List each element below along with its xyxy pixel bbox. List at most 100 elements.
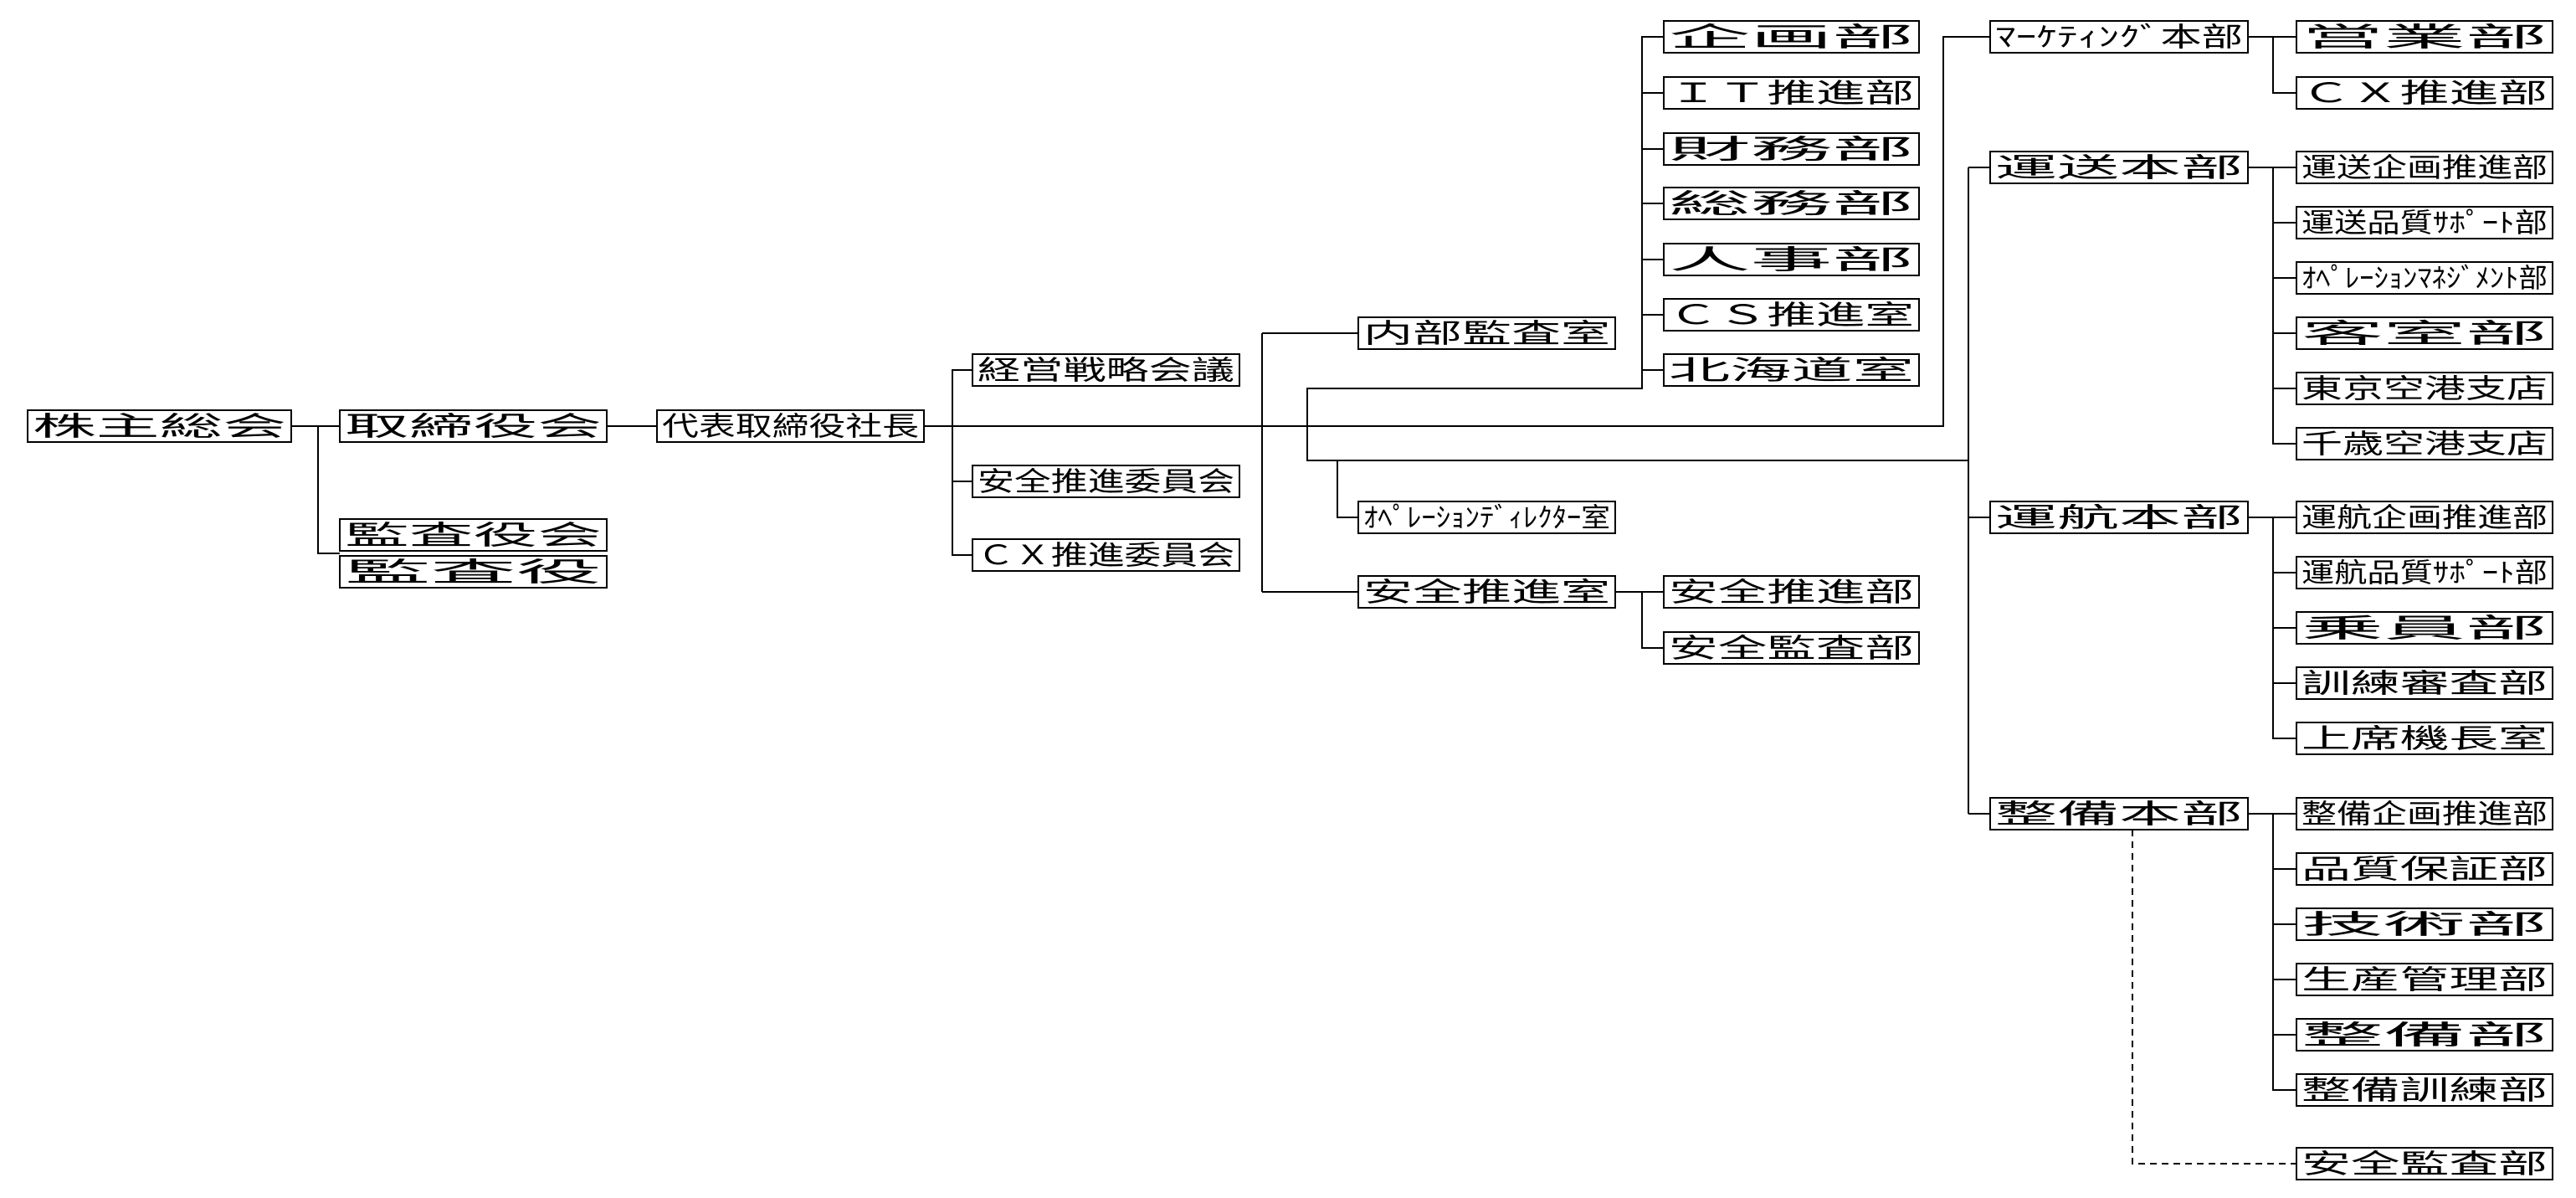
org-node-label: 営業部 [2301,21,2548,53]
org-node-box [2296,852,2553,886]
org-node-label: 千歳空港支店 [2301,428,2548,460]
org-node-box [1663,298,1920,332]
org-node-fl-quality: 運航品質ｻﾎﾟｰﾄ部 [2296,556,2553,589]
org-node-label: 人事部 [1669,244,1914,275]
org-node-safety-promo: 安全推進部 [1663,575,1920,609]
org-node-mx-plan: 整備企画推進部 [2296,797,2553,830]
org-node-box [1663,132,1920,166]
org-node-box [2296,963,2553,996]
org-node-label: 技術部 [2301,908,2548,940]
org-node-label: 運送本部 [1995,152,2243,183]
org-node-box [2296,611,2553,645]
org-node-label: 経営戦略会議 [978,354,1234,386]
org-node-box [2296,76,2553,110]
org-node-box [339,409,608,443]
org-node-mgmt-strategy: 経営戦略会議 [972,353,1240,387]
org-node-label: 乗員部 [2301,612,2548,644]
org-node-box [2296,206,2553,239]
line-safety-office-sub [1615,591,1664,649]
org-node-chief-captain: 上席機長室 [2296,722,2553,755]
org-node-label: 生産管理部 [2301,964,2548,995]
org-node-box [1989,151,2249,184]
org-node-box [2296,722,2553,755]
org-node-label: 株主総会 [33,410,286,442]
line-committees [952,369,972,556]
org-node-tokyo: 東京空港支店 [2296,372,2553,405]
org-node-label: 代表取締役社長 [662,410,919,442]
org-node-tr-plan: 運送企画推進部 [2296,151,2553,184]
org-node-label: 整備部 [2301,1019,2548,1051]
org-node-hokkaido: 北海道室 [1663,353,1920,387]
org-node-label: ＣＳ推進室 [1669,299,1914,331]
org-node-box [2296,797,2553,830]
org-node-auditboard: 監査役会 [339,518,608,552]
org-node-box [2296,1073,2553,1107]
org-node-label: 運送品質ｻﾎﾟｰﾄ部 [2301,207,2548,239]
org-node-label: 安全監査部 [2301,1148,2548,1180]
line-divisions [1306,426,1968,461]
org-node-label: 東京空港支店 [2301,373,2548,404]
org-node-label: 監査役会 [345,519,602,551]
org-node-flight: 運航本部 [1989,501,2249,534]
org-node-label: ﾏｰｹﾃｨﾝｸﾞ本部 [1995,21,2243,53]
org-node-cs: ＣＳ推進室 [1663,298,1920,332]
org-node-mx-training: 整備訓練部 [2296,1073,2553,1107]
org-node-internal-audit: 内部監査室 [1357,316,1616,350]
org-node-maintenance: 整備本部 [1989,797,2249,830]
org-node-label: 訓練審査部 [2301,667,2548,699]
org-node-box [2296,20,2553,54]
org-node-crew: 乗員部 [2296,611,2553,645]
org-node-ops-director: ｵﾍﾟﾚｰｼｮﾝﾃﾞｨﾚｸﾀｰ室 [1357,501,1616,534]
org-node-auditor: 監査役 [339,555,608,589]
org-node-box [1357,501,1616,534]
line-marketing [1262,36,1990,427]
org-node-chitose: 千歳空港支店 [2296,427,2553,460]
org-node-mx-safety-audit: 安全監査部 [2296,1147,2553,1180]
org-node-box [2296,666,2553,700]
org-node-shareholders: 株主総会 [27,409,292,443]
org-node-label: 運航企画推進部 [2301,501,2548,533]
org-node-box [2296,556,2553,589]
org-node-box [1663,575,1920,609]
org-node-safety-office: 安全推進室 [1357,575,1616,609]
org-node-box [1663,631,1920,665]
org-node-label: 整備訓練部 [2301,1074,2548,1106]
line-corp-depts [1306,36,1664,426]
org-node-box [1989,501,2249,534]
org-node-label: 運航品質ｻﾎﾟｰﾄ部 [2301,557,2548,589]
org-node-box [2296,151,2553,184]
org-node-box [1663,20,1920,54]
org-node-label: 運航本部 [1995,501,2243,533]
org-node-ops-mgmt: ｵﾍﾟﾚｰｼｮﾝﾏﾈｼﾞﾒﾝﾄ部 [2296,261,2553,295]
org-node-engineering: 技術部 [2296,907,2553,941]
org-node-label: 安全推進室 [1363,576,1610,608]
org-node-label: 運送企画推進部 [2301,152,2548,183]
org-node-box [2296,1018,2553,1051]
org-node-fl-plan: 運航企画推進部 [2296,501,2553,534]
org-node-box [2296,501,2553,534]
org-node-box [972,353,1240,387]
org-node-label: ｵﾍﾟﾚｰｼｮﾝﾃﾞｨﾚｸﾀｰ室 [1363,501,1610,533]
org-node-label: 上席機長室 [2301,722,2548,754]
line-mx-safety-audit [2132,830,2296,1165]
org-node-box [1663,187,1920,220]
org-node-label: 安全推進委員会 [978,465,1234,497]
org-node-box [2296,427,2553,460]
org-node-box [2296,1147,2553,1180]
org-node-box [1663,353,1920,387]
line-maintenance-sub [2248,813,2296,1091]
org-node-label: ＣＸ推進委員会 [978,539,1234,571]
org-node-box [2296,316,2553,350]
org-node-safety-comm: 安全推進委員会 [972,465,1240,498]
org-node-training-exam: 訓練審査部 [2296,666,2553,700]
org-node-box [1989,797,2249,830]
org-node-box [2296,372,2553,405]
org-node-label: 北海道室 [1669,354,1914,386]
org-node-label: 内部監査室 [1363,317,1610,349]
org-node-production: 生産管理部 [2296,963,2553,996]
org-node-transport: 運送本部 [1989,151,2249,184]
org-node-box [339,555,608,589]
org-node-general: 総務部 [1663,187,1920,220]
org-node-label: 整備本部 [1995,798,2243,830]
org-node-box [1989,20,2249,54]
